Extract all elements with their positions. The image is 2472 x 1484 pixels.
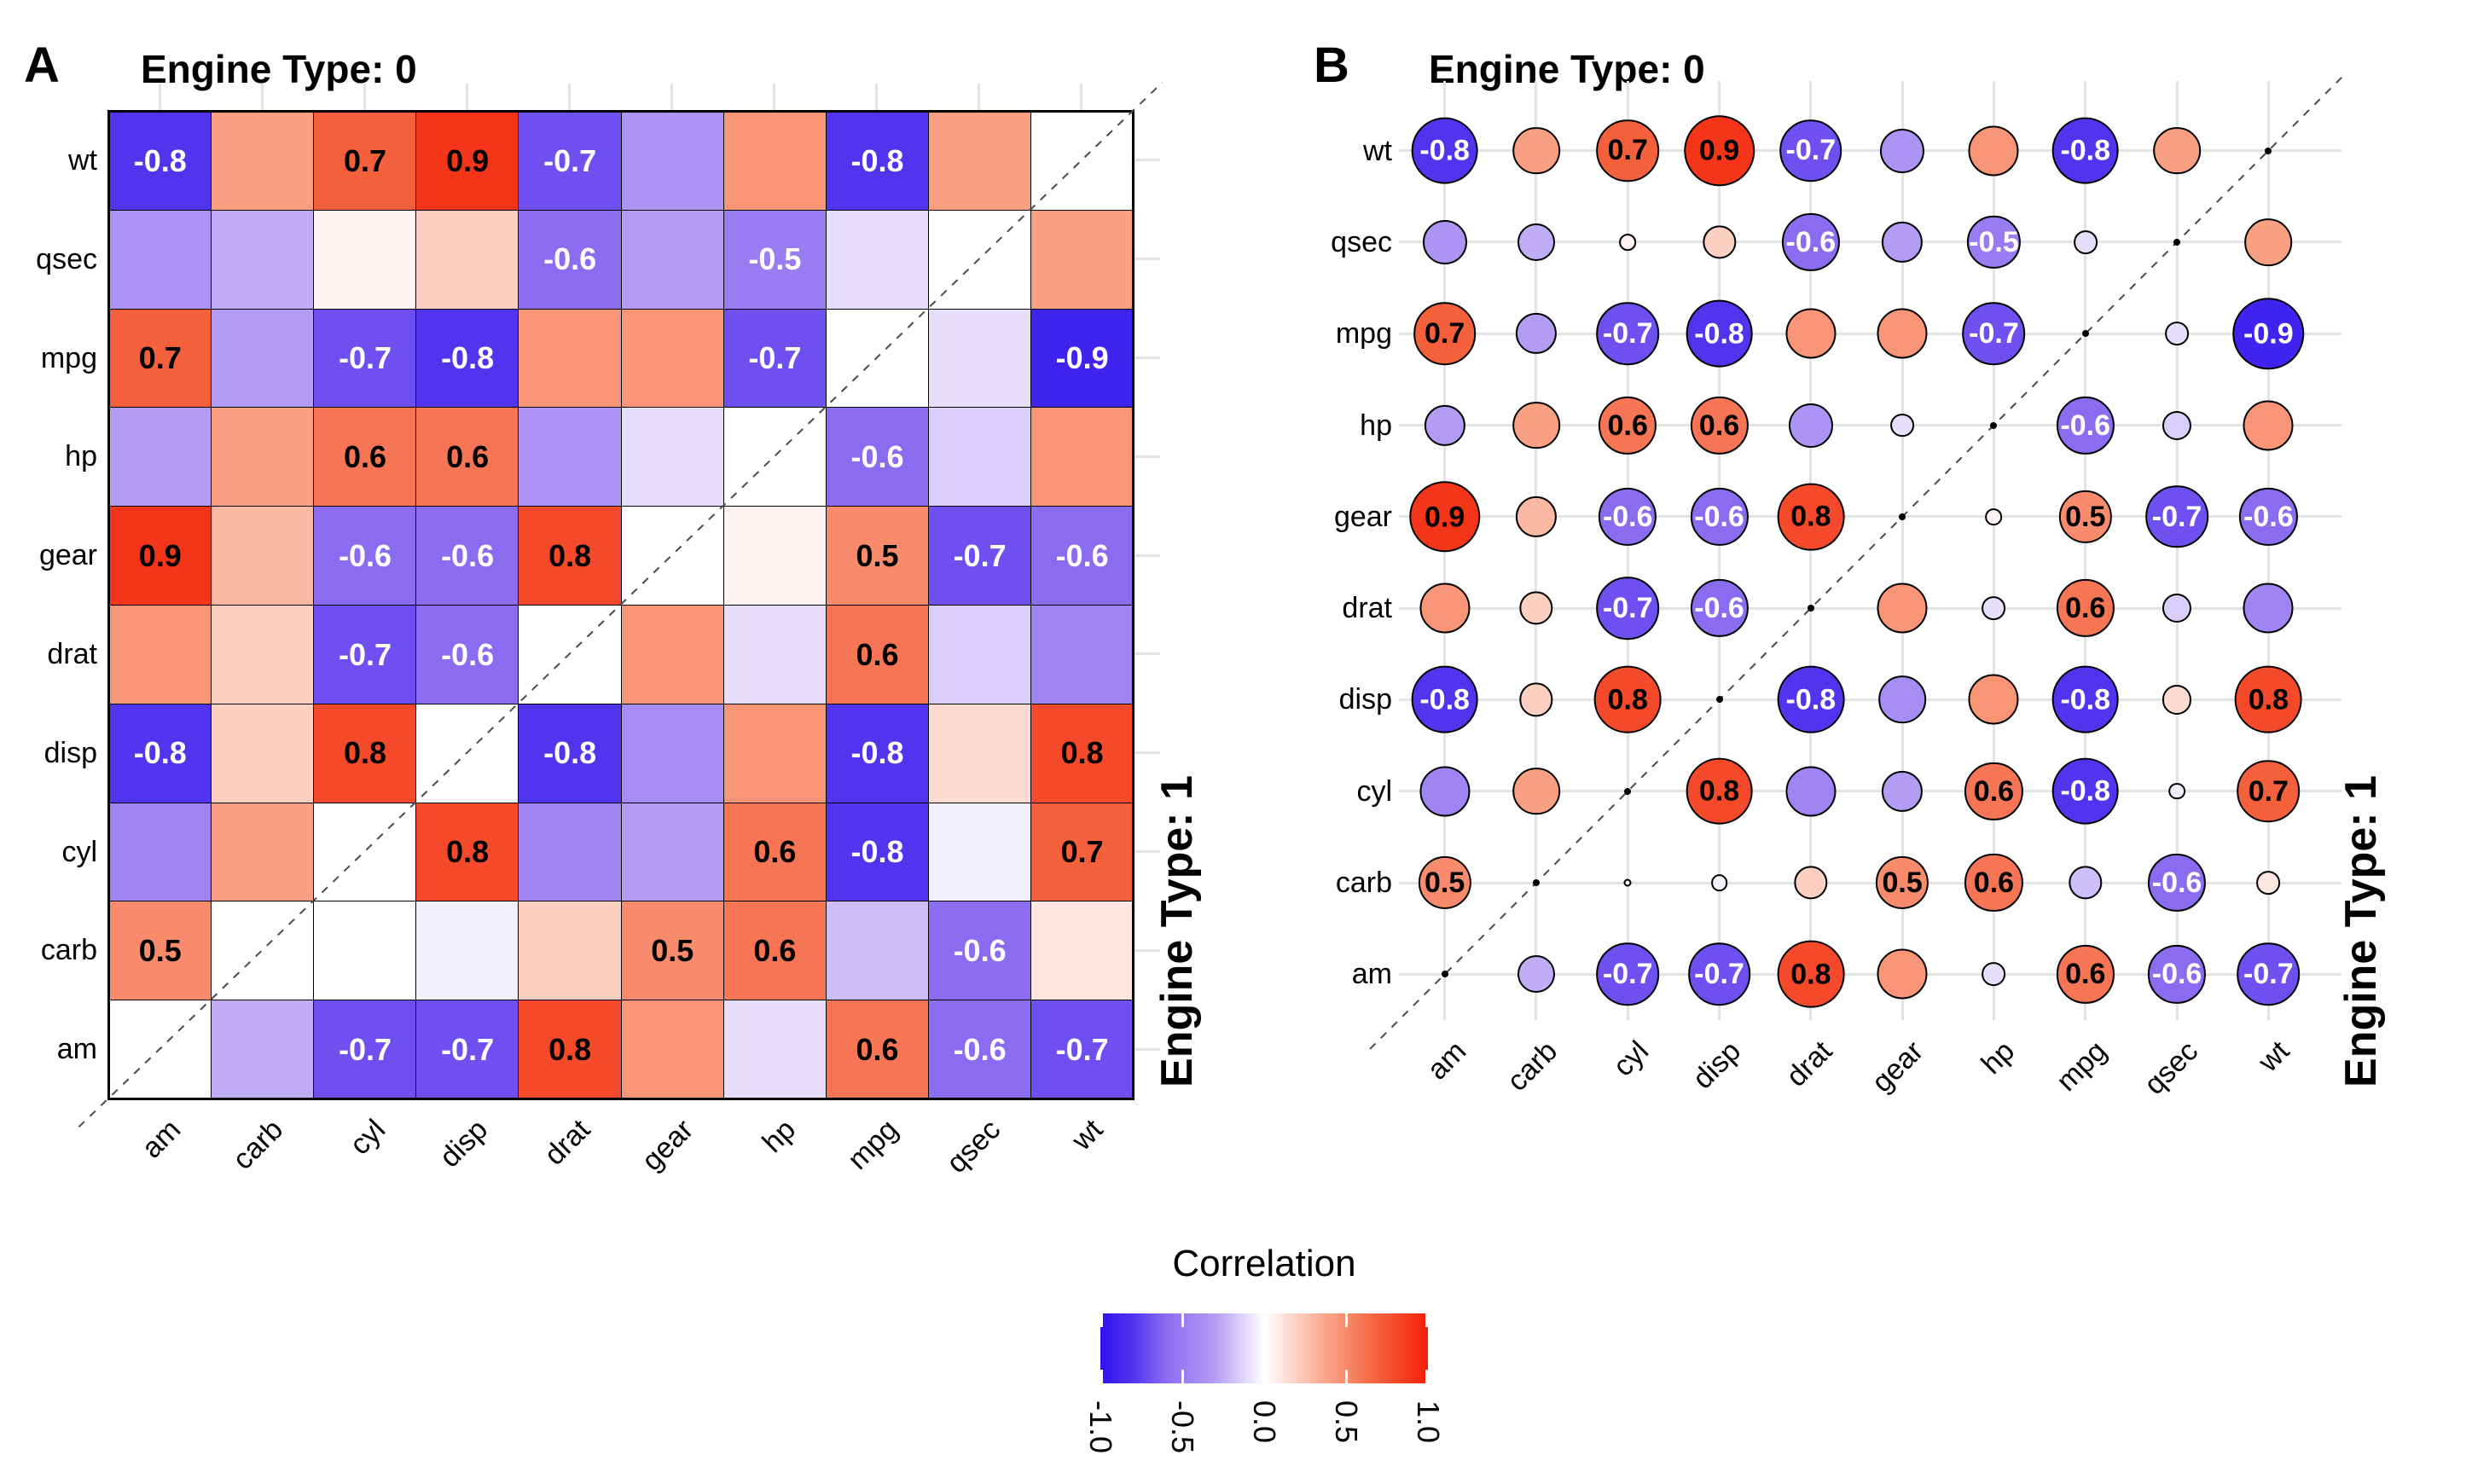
legend-tick-label: -1.0: [1083, 1400, 1118, 1454]
legend-tick-mark: [1262, 1370, 1266, 1383]
legend-tick-label: 1.0: [1411, 1400, 1446, 1444]
panel-b-letter: B: [1314, 38, 1349, 93]
legend-tick-label: 0.5: [1329, 1400, 1364, 1444]
legend-tick-mark: [1181, 1370, 1184, 1383]
legend-tick-mark: [1344, 1370, 1348, 1383]
legend-tick-mark: [1425, 1370, 1428, 1383]
legend-tick-mark: [1100, 1313, 1103, 1327]
legend-tick-mark: [1262, 1313, 1266, 1327]
legend-tick-mark: [1425, 1313, 1428, 1327]
legend-tick-mark: [1181, 1313, 1184, 1327]
legend-tick-label: -0.5: [1165, 1400, 1200, 1454]
panel-a-letter: A: [24, 38, 60, 93]
legend-tick-mark: [1100, 1370, 1103, 1383]
legend-tick-label: 0.0: [1247, 1400, 1282, 1444]
legend-title: Correlation: [1172, 1243, 1356, 1284]
legend-tick-mark: [1344, 1313, 1348, 1327]
